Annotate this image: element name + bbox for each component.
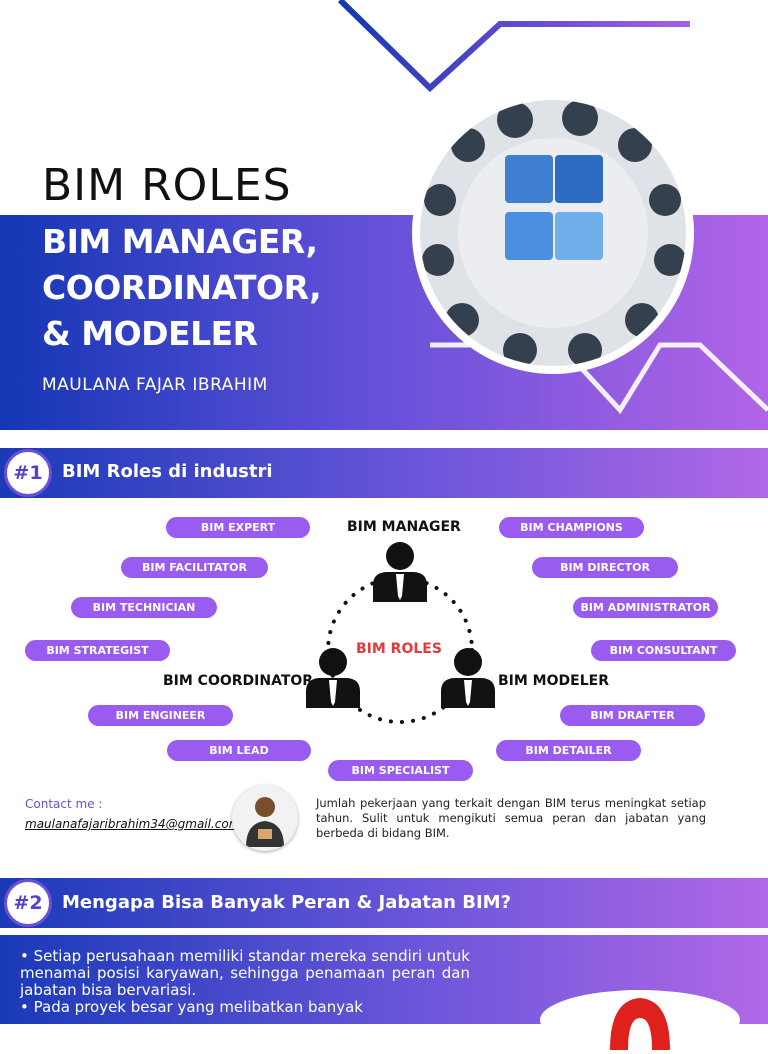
author-avatar xyxy=(232,785,298,851)
contact-label: Contact me : xyxy=(25,797,103,811)
question-mark-graphic xyxy=(540,990,740,1050)
bullet-item: • Pada proyek besar yang melibatkan bany… xyxy=(20,998,363,1016)
section-1-number: #1 xyxy=(4,449,52,497)
role-pill: BIM STRATEGIST xyxy=(25,640,170,661)
section-2-number: #2 xyxy=(4,879,52,927)
role-manager: BIM MANAGER xyxy=(347,519,461,535)
section-1-header xyxy=(0,448,768,498)
role-pill: BIM LEAD xyxy=(167,740,311,761)
author-name: MAULANA FAJAR IBRAHIM xyxy=(42,375,268,395)
team-puzzle-photo xyxy=(420,100,686,366)
bullet-text: Pada proyek besar yang melibatkan banyak xyxy=(33,998,363,1016)
role-pill: BIM DRAFTER xyxy=(560,705,705,726)
role-pill: BIM DETAILER xyxy=(496,740,641,761)
subtitle-line-1: BIM MANAGER, xyxy=(42,222,318,261)
role-pill: BIM FACILITATOR xyxy=(121,557,268,578)
section-2-header xyxy=(0,878,768,928)
section-1-title: BIM Roles di industri xyxy=(62,461,273,482)
role-coordinator: BIM COORDINATOR xyxy=(163,673,314,689)
role-pill: BIM ENGINEER xyxy=(88,705,233,726)
section-2-bullets: • Setiap perusahaan memiliki standar mer… xyxy=(20,948,470,1016)
manager-person-icon xyxy=(373,542,427,602)
page-title: BIM ROLES xyxy=(42,160,292,211)
subtitle-line-3: & MODELER xyxy=(42,314,258,353)
decorative-lines xyxy=(337,0,690,93)
summary-text: Jumlah pekerjaan yang terkait dengan BIM… xyxy=(316,796,706,840)
role-pill: BIM CHAMPIONS xyxy=(499,517,644,538)
roles-cycle-diagram xyxy=(306,542,495,724)
role-pill: BIM CONSULTANT xyxy=(591,640,736,661)
bullet-text: Setiap perusahaan memiliki standar merek… xyxy=(20,947,470,999)
role-modeler: BIM MODELER xyxy=(498,673,609,689)
contact-email-link[interactable]: maulanafajaribrahim34@gmail.com xyxy=(25,817,241,831)
role-pill: BIM EXPERT xyxy=(166,517,310,538)
role-pill: BIM TECHNICIAN xyxy=(71,597,217,618)
coordinator-person-icon xyxy=(306,648,360,708)
role-pill: BIM ADMINISTRATOR xyxy=(573,597,718,618)
role-pill: BIM DIRECTOR xyxy=(532,557,678,578)
section-2-title: Mengapa Bisa Banyak Peran & Jabatan BIM? xyxy=(62,892,512,913)
bullet-item: • Setiap perusahaan memiliki standar mer… xyxy=(20,947,470,999)
subtitle-line-2: COORDINATOR, xyxy=(42,268,322,307)
modeler-person-icon xyxy=(441,648,495,708)
diagram-center-label: BIM ROLES xyxy=(356,641,442,657)
role-pill: BIM SPECIALIST xyxy=(328,760,473,781)
